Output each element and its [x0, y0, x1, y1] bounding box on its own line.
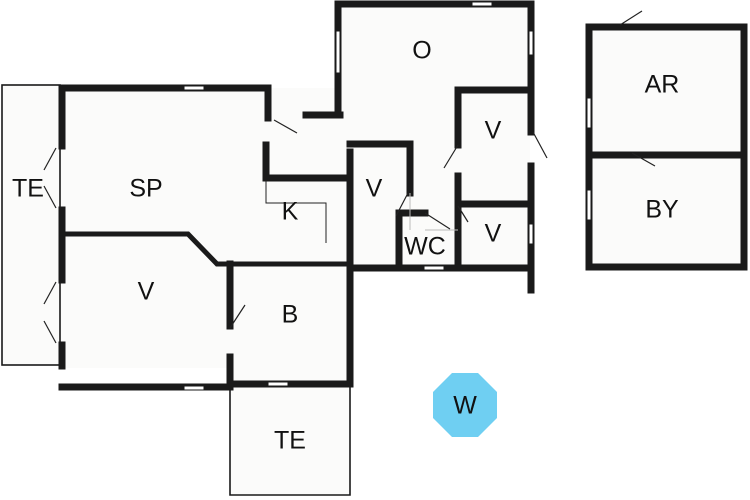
room-label-wc: WC	[404, 233, 446, 261]
room-label-v-middle: V	[366, 175, 383, 203]
room-label-te-left: TE	[12, 175, 44, 203]
room-label-ar: AR	[645, 71, 680, 99]
room-label-by: BY	[645, 196, 679, 224]
room-label-te-bottom: TE	[274, 427, 306, 455]
windows	[183, 1, 592, 391]
room-label-sp: SP	[129, 175, 162, 203]
walls	[58, 0, 748, 391]
w-marker-label: W	[453, 392, 477, 420]
room-label-k: K	[282, 198, 299, 226]
room-label-v-right-top: V	[485, 117, 502, 145]
w-marker: W	[433, 373, 497, 437]
room-label-o: O	[412, 37, 431, 65]
terrace-bottom-outline	[229, 385, 351, 496]
door-swings	[43, 10, 656, 344]
room-label-b: B	[282, 301, 299, 329]
room-label-v-right-bottom: V	[485, 220, 502, 248]
w-marker-octagon	[433, 373, 497, 437]
room-label-v-bedroom: V	[138, 278, 155, 306]
